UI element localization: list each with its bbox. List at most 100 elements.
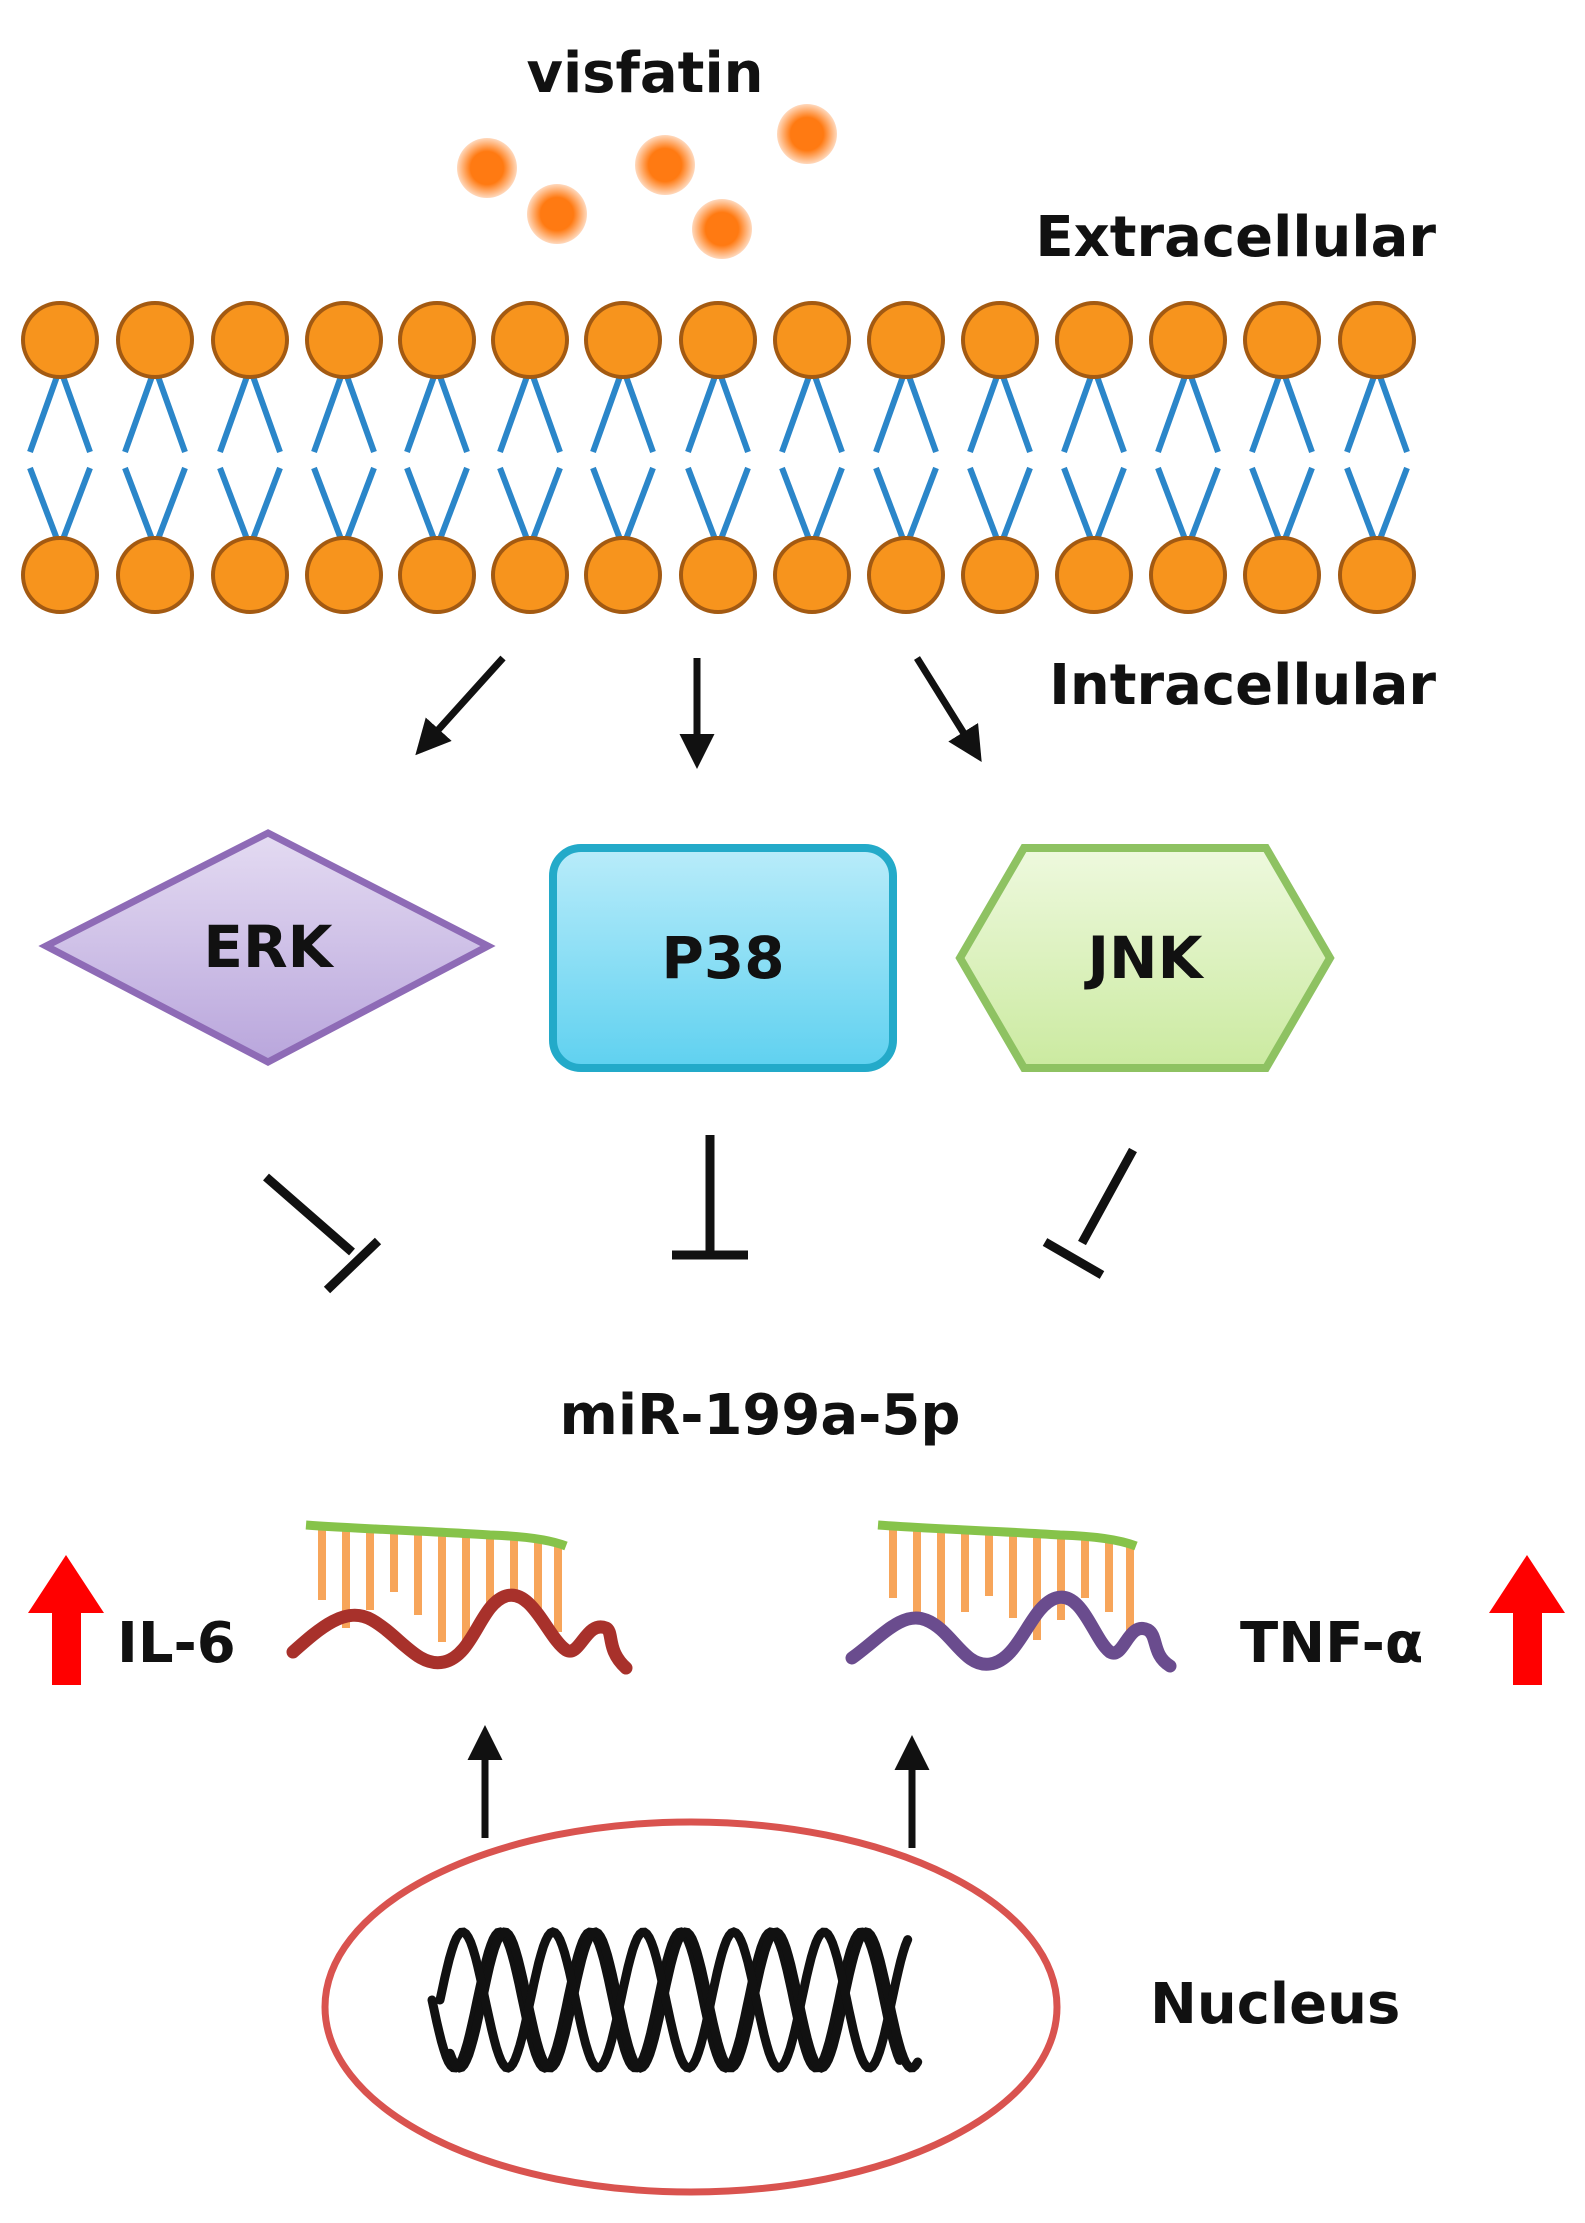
- lipid-tail: [809, 366, 845, 454]
- lipid-tail: [715, 466, 751, 549]
- lipid-head: [961, 536, 1039, 614]
- tnf-mirna-duplex: [845, 1520, 1177, 1673]
- lipid-tail: [779, 366, 815, 454]
- inhibition-bar-icon: [1042, 1147, 1137, 1279]
- visfatin-particle: [527, 184, 587, 244]
- lipid-tail: [247, 466, 283, 549]
- lipid-tail: [434, 466, 470, 549]
- il6-mrna-strand: [286, 1588, 633, 1675]
- lipid-head: [21, 301, 99, 379]
- lipid-tail: [1091, 366, 1127, 454]
- lipid-head: [491, 301, 569, 379]
- lipid-head: [21, 536, 99, 614]
- lipid-tail: [1091, 466, 1127, 549]
- lipid-tail: [967, 366, 1003, 454]
- lipid-tail: [27, 366, 63, 454]
- lipid-tail: [997, 466, 1033, 549]
- base-pairs: [318, 1528, 562, 1642]
- intracellular-label: Intracellular: [1049, 653, 1436, 718]
- lipid-tail: [404, 466, 440, 549]
- lipid-tail: [967, 466, 1003, 549]
- lipid-tail: [590, 466, 626, 549]
- visfatin-label: visfatin: [526, 41, 763, 106]
- jnk-hexagon-shape: [955, 844, 1335, 1072]
- lipid-tail: [1061, 366, 1097, 454]
- activation-arrows: [415, 655, 982, 769]
- lipid-tail: [247, 366, 283, 454]
- lipid-tail: [1374, 466, 1410, 549]
- lipid-head: [1055, 301, 1133, 379]
- lipid-tail: [434, 366, 470, 454]
- base-pairs: [889, 1528, 1134, 1640]
- lipid-head: [1055, 536, 1133, 614]
- lipid-head: [961, 301, 1039, 379]
- lipid-head: [773, 536, 851, 614]
- lipid-tail: [152, 466, 188, 549]
- lipid-tail: [1279, 366, 1315, 454]
- p38-node: P38: [549, 844, 897, 1072]
- lipid-tail: [620, 366, 656, 454]
- lipid-tail: [1185, 466, 1221, 549]
- tnf-mrna-strand: [845, 1590, 1177, 1673]
- inhibition-bar-icon: [672, 1135, 748, 1260]
- lipid-tail: [311, 366, 347, 454]
- lipid-head: [773, 301, 851, 379]
- lipid-tail: [903, 466, 939, 549]
- lipid-tail: [122, 466, 158, 549]
- up-arrow-icon: [1489, 1555, 1565, 1613]
- lipid-head: [398, 301, 476, 379]
- lipid-tail: [497, 466, 533, 549]
- lipid-tail: [1344, 466, 1380, 549]
- il6-label: IL-6: [117, 1611, 236, 1676]
- mirna-strand: [305, 1520, 568, 1551]
- visfatin-particle: [777, 104, 837, 164]
- inhibition-bar-icon: [263, 1173, 382, 1294]
- lipid-tail: [873, 366, 909, 454]
- lipid-head: [116, 301, 194, 379]
- nucleus-ellipse: [321, 1818, 1061, 2196]
- lipid-head: [211, 536, 289, 614]
- nucleus-label: Nucleus: [1150, 1972, 1400, 2037]
- lipid-tail: [122, 366, 158, 454]
- lipid-tail: [341, 366, 377, 454]
- lipid-tail: [1344, 366, 1380, 454]
- lipid-tail: [685, 366, 721, 454]
- lipid-tail: [590, 366, 626, 454]
- p38-box-shape: [549, 844, 897, 1072]
- dna-helix-icon: [427, 1927, 923, 2073]
- lipid-head: [305, 536, 383, 614]
- lipid-head: [1149, 536, 1227, 614]
- lipid-head: [584, 536, 662, 614]
- dna-strand: [435, 1927, 913, 2073]
- lipid-tail: [779, 466, 815, 549]
- lipid-head: [398, 536, 476, 614]
- lipid-head: [1243, 536, 1321, 614]
- lipid-head: [491, 536, 569, 614]
- il6-indicator: IL-6: [28, 1555, 236, 1685]
- lipid-head: [867, 536, 945, 614]
- activation-arrow-icon: [415, 655, 506, 756]
- lipid-tail: [1279, 466, 1315, 549]
- lipid-head: [211, 301, 289, 379]
- lipid-tail: [715, 366, 751, 454]
- lipid-head: [867, 301, 945, 379]
- lipid-tail: [27, 466, 63, 549]
- extracellular-label: Extracellular: [1035, 205, 1436, 270]
- lipid-tail: [1249, 466, 1285, 549]
- lipid-tail: [1061, 466, 1097, 549]
- jnk-node: JNK: [955, 844, 1335, 1072]
- lipid-tail: [620, 466, 656, 549]
- lipid-tail: [997, 366, 1033, 454]
- lipid-head: [1243, 301, 1321, 379]
- lipid-tail: [1155, 366, 1191, 454]
- lipid-head: [305, 301, 383, 379]
- lipid-tail: [404, 366, 440, 454]
- tnf-label: TNF-α: [1240, 1611, 1423, 1676]
- lipid-tail: [527, 466, 563, 549]
- lipid-tail: [809, 466, 845, 549]
- lipid-head: [584, 301, 662, 379]
- lipid-tail: [1374, 366, 1410, 454]
- lipid-tail: [1249, 366, 1285, 454]
